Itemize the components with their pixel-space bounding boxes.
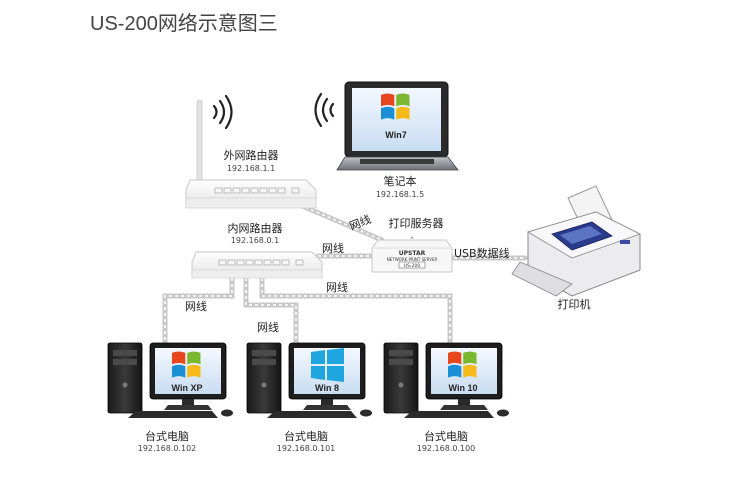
upstar-logo-icon: ⌃ bbox=[409, 236, 415, 244]
label-inner-to-pc1: 网线 bbox=[185, 299, 207, 313]
inner-router-ip: 192.168.0.1 bbox=[231, 236, 279, 245]
inner-router: 内网路由器 192.168.0.1 bbox=[191, 221, 323, 279]
desktop-pc: Win XP 台式电脑 192.168.0.102 bbox=[107, 342, 233, 453]
desktop-ip: 192.168.0.101 bbox=[277, 444, 336, 453]
desktop-os-label: Win XP bbox=[172, 383, 203, 393]
print-server-brand: UPSTAR bbox=[399, 250, 426, 257]
outer-router-name: 外网路由器 bbox=[224, 148, 279, 162]
desktop-os-label: Win 10 bbox=[449, 383, 478, 393]
outer-router: 外网路由器 192.168.1.1 bbox=[185, 94, 317, 209]
desktop-ip: 192.168.0.100 bbox=[417, 444, 476, 453]
laptop: Win7 笔记本 192.168.1.5 bbox=[314, 81, 459, 199]
label-outer-to-server: 网线 bbox=[347, 212, 373, 233]
antenna-icon bbox=[196, 99, 203, 191]
outer-router-ip: 192.168.1.1 bbox=[227, 164, 275, 173]
label-inner-to-pc3: 网线 bbox=[326, 280, 348, 294]
desktop-name: 台式电脑 bbox=[145, 429, 189, 443]
label-inner-to-pc2: 网线 bbox=[257, 320, 279, 334]
inner-router-name: 内网路由器 bbox=[228, 221, 283, 235]
laptop-name: 笔记本 bbox=[384, 174, 417, 188]
diagram-title: US-200网络示意图三 bbox=[90, 12, 278, 35]
label-inner-to-server: 网线 bbox=[322, 241, 344, 255]
laptop-os-label: Win7 bbox=[385, 130, 406, 140]
laptop-ip: 192.168.1.5 bbox=[376, 190, 424, 199]
print-server: ⌃ UPSTAR NETWORK PRINT SERVER US-200 打印服… bbox=[371, 216, 453, 273]
desktop-name: 台式电脑 bbox=[284, 429, 328, 443]
print-server-name: 打印服务器 bbox=[389, 216, 444, 230]
label-usb: USB数据线 bbox=[454, 246, 510, 260]
desktop-ip: 192.168.0.102 bbox=[138, 444, 197, 453]
cable-inner-to-pc3 bbox=[259, 275, 453, 348]
desktop-name: 台式电脑 bbox=[424, 429, 468, 443]
printer-name: 打印机 bbox=[558, 297, 591, 311]
print-server-subtitle: NETWORK PRINT SERVER bbox=[387, 257, 438, 262]
desktop-pc: Win 8 台式电脑 192.168.0.101 bbox=[246, 342, 372, 453]
cables bbox=[162, 202, 528, 348]
wifi-signal-icon bbox=[314, 92, 335, 128]
printer: 打印机 bbox=[511, 185, 642, 311]
desktop-pc: Win 10 台式电脑 192.168.0.100 bbox=[383, 342, 509, 453]
cable-inner-to-pc2 bbox=[243, 275, 299, 348]
print-server-model: US-200 bbox=[404, 263, 421, 269]
windows8-logo-icon bbox=[311, 348, 344, 382]
desktop-os-label: Win 8 bbox=[315, 383, 339, 393]
wifi-signal-icon bbox=[212, 94, 233, 130]
